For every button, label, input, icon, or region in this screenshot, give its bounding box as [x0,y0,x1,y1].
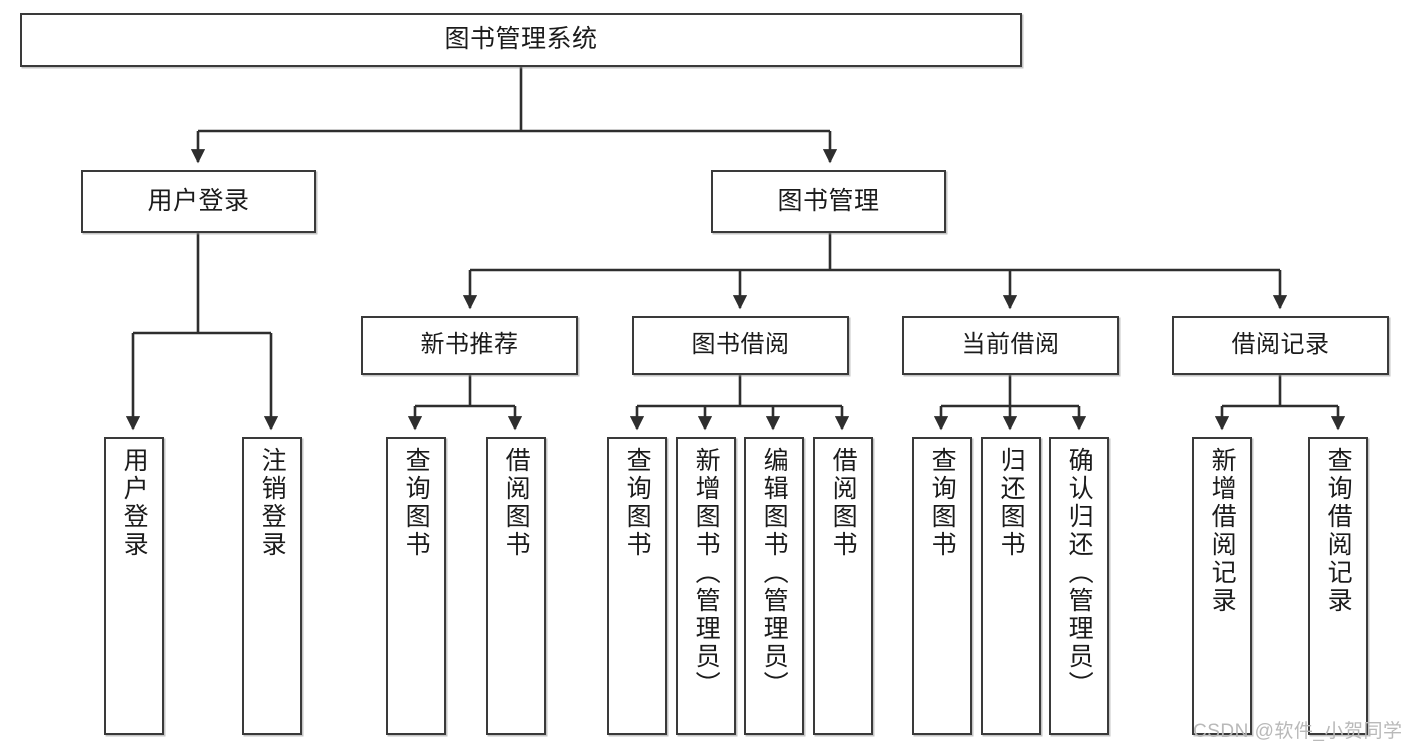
node-label: 图书管理 [777,186,880,215]
leaf-current-query-book[interactable]: 查询图书 [912,437,972,735]
node-label: 查询图书 [928,447,957,559]
node-label: 新书推荐 [420,331,519,359]
node-label: 查询借阅记录 [1324,447,1353,615]
node-label: 查询图书 [623,447,652,559]
node-label: 编辑图书（管理员） [760,447,789,699]
watermark-text: CSDN @软件_小贺同学 [1193,721,1403,742]
node-label: 图书管理系统 [444,25,598,54]
leaf-recommend-borrow-book[interactable]: 借阅图书 [486,437,546,735]
leaf-recommend-query-book[interactable]: 查询图书 [386,437,446,735]
node-label: 当前借阅 [961,331,1060,359]
node-label: 借阅记录 [1231,331,1330,359]
node-label: 用户登录 [147,186,250,215]
leaf-record-add-record[interactable]: 新增借阅记录 [1192,437,1252,735]
leaf-borrow-edit-book-admin[interactable]: 编辑图书（管理员） [744,437,804,735]
leaf-user-login-login[interactable]: 用户登录 [104,437,164,735]
leaf-borrow-borrow-book[interactable]: 借阅图书 [813,437,873,735]
leaf-record-query-record[interactable]: 查询借阅记录 [1308,437,1368,735]
node-label: 新增借阅记录 [1208,447,1237,615]
node-new-book-recommend[interactable]: 新书推荐 [361,316,578,375]
node-label: 图书借阅 [691,331,790,359]
node-borrow-record[interactable]: 借阅记录 [1172,316,1389,375]
leaf-borrow-query-book[interactable]: 查询图书 [607,437,667,735]
leaf-user-login-logout[interactable]: 注销登录 [242,437,302,735]
node-label: 借阅图书 [829,447,858,559]
node-label: 查询图书 [402,447,431,559]
leaf-current-confirm-return-admin[interactable]: 确认归还（管理员） [1049,437,1109,735]
node-label: 确认归还（管理员） [1065,447,1094,699]
node-label: 新增图书（管理员） [692,447,721,699]
node-label: 借阅图书 [502,447,531,559]
node-label: 归还图书 [997,447,1026,559]
node-label: 用户登录 [120,447,149,559]
node-book-management[interactable]: 图书管理 [711,170,946,233]
node-user-login[interactable]: 用户登录 [81,170,316,233]
node-label: 注销登录 [258,447,287,559]
leaf-borrow-add-book-admin[interactable]: 新增图书（管理员） [676,437,736,735]
leaf-current-return-book[interactable]: 归还图书 [981,437,1041,735]
node-book-borrow[interactable]: 图书借阅 [632,316,849,375]
node-root-system[interactable]: 图书管理系统 [20,13,1022,67]
node-current-borrow[interactable]: 当前借阅 [902,316,1119,375]
